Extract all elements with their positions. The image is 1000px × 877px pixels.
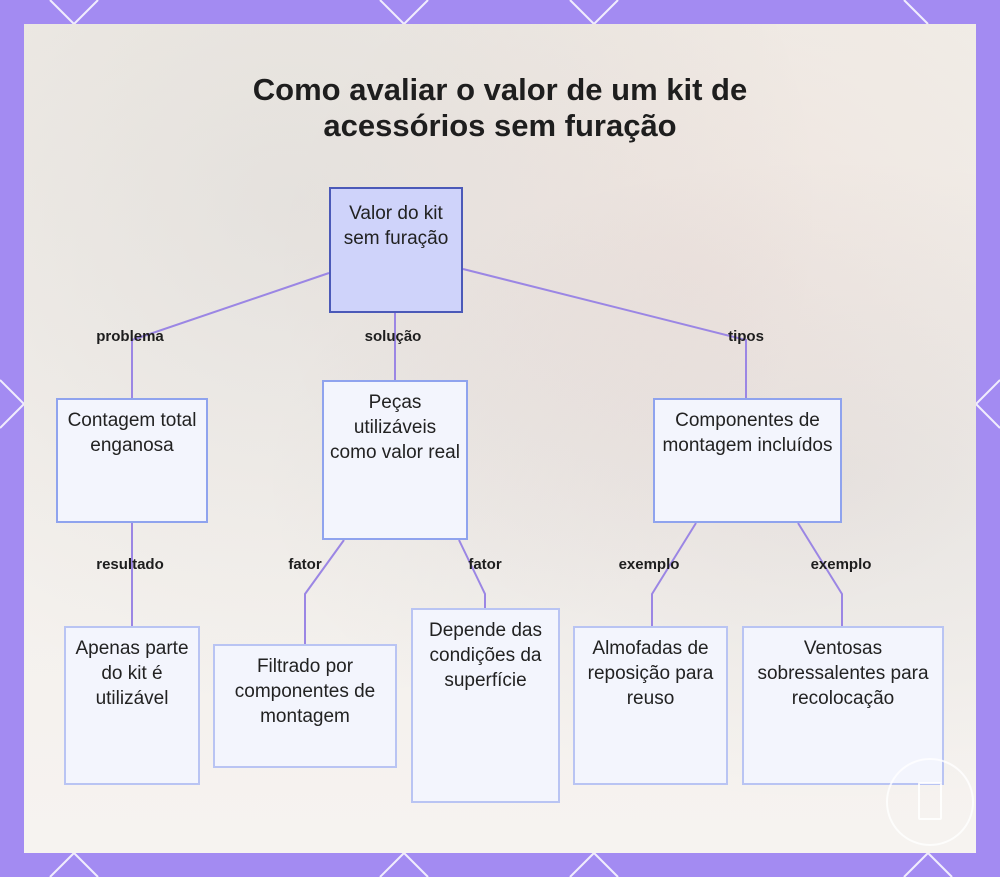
watermark-logo xyxy=(886,758,974,846)
node-pieces: Peças utilizáveis como valor real xyxy=(322,380,468,540)
edge-label-resultado: resultado xyxy=(96,556,164,573)
node-partial: Apenas parte do kit é utilizável xyxy=(64,626,200,785)
edge-exemplo-2 xyxy=(797,522,843,628)
node-components: Componentes de montagem incluídos xyxy=(653,398,842,523)
edge-label-solucao: solução xyxy=(364,328,422,345)
edge-label-fator-1: fator xyxy=(288,556,322,573)
diagram-card: Como avaliar o valor de um kit de acessó… xyxy=(24,24,976,853)
title-line-2: acessórios sem furação xyxy=(323,108,677,143)
node-filtered-label: Filtrado por componentes de montagem xyxy=(234,656,376,727)
node-pads: Almofadas de reposição para reuso xyxy=(573,626,728,785)
node-filtered: Filtrado por componentes de montagem xyxy=(213,644,397,768)
node-root-label: Valor do kit sem furação xyxy=(343,203,449,249)
node-pieces-label: Peças utilizáveis como valor real xyxy=(330,392,460,463)
edge-label-exemplo-2: exemplo xyxy=(810,556,872,573)
node-suction: Ventosas sobressalentes para recolocação xyxy=(742,626,944,785)
node-surface: Depende das condições da superfície xyxy=(411,608,560,803)
edge-exemplo-1 xyxy=(651,522,697,628)
edge-label-problema: problema xyxy=(96,328,164,345)
edge-tipos xyxy=(462,268,747,400)
title-line-1: Como avaliar o valor de um kit de xyxy=(252,72,748,107)
edge-label-tipos: tipos xyxy=(728,328,764,345)
edge-layer xyxy=(131,268,843,646)
node-root: Valor do kit sem furação xyxy=(329,187,463,313)
node-suction-label: Ventosas sobressalentes para recolocação xyxy=(757,638,929,709)
node-surface-label: Depende das condições da superfície xyxy=(428,620,543,691)
edge-label-fator-2: fator xyxy=(468,556,502,573)
edge-label-exemplo-1: exemplo xyxy=(618,556,680,573)
node-count-label: Contagem total enganosa xyxy=(67,410,197,456)
node-components-label: Componentes de montagem incluídos xyxy=(662,410,833,456)
node-count: Contagem total enganosa xyxy=(56,398,208,523)
watermark-glyph-icon xyxy=(918,782,942,820)
node-partial-label: Apenas parte do kit é utilizável xyxy=(75,638,189,709)
page-title: Como avaliar o valor de um kit de acessó… xyxy=(24,72,976,144)
edge-fator-2 xyxy=(458,539,486,610)
node-pads-label: Almofadas de reposição para reuso xyxy=(587,638,714,709)
edge-problema xyxy=(131,272,330,400)
edge-fator-1 xyxy=(304,539,345,646)
